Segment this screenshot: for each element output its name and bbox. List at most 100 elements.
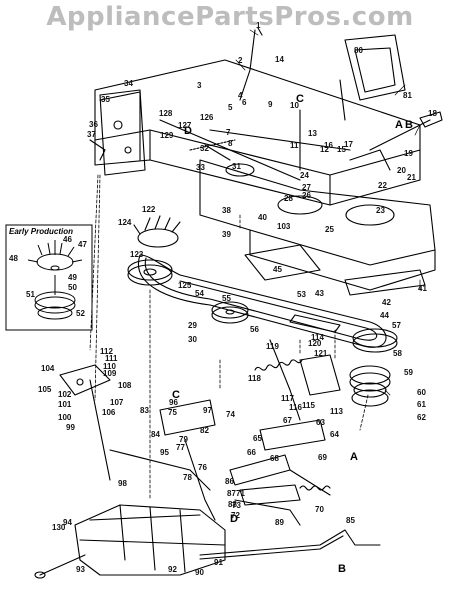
callout-112: 112 bbox=[100, 347, 113, 356]
callout-128: 128 bbox=[159, 109, 173, 118]
callout-122: 122 bbox=[142, 205, 156, 214]
callout-33: 33 bbox=[196, 163, 205, 172]
callout-75: 75 bbox=[168, 408, 177, 417]
callout-29: 29 bbox=[188, 321, 197, 330]
callout-44: 44 bbox=[380, 311, 389, 320]
transmission bbox=[34, 504, 226, 579]
key-letter-b: B bbox=[338, 563, 346, 575]
callout-121: 121 bbox=[314, 349, 328, 358]
callout-5: 5 bbox=[228, 103, 233, 112]
rod-89 bbox=[234, 499, 301, 526]
callout-32: 32 bbox=[200, 144, 209, 153]
callout-35: 35 bbox=[101, 95, 110, 104]
callout-88: 88 bbox=[228, 500, 237, 509]
callout-105: 105 bbox=[38, 385, 52, 394]
callout-103: 103 bbox=[277, 222, 291, 231]
callout-71: 71 bbox=[236, 489, 245, 498]
shift-handle bbox=[239, 27, 263, 101]
callout-67: 67 bbox=[283, 416, 292, 425]
pulley-57 bbox=[352, 328, 398, 353]
callout-80: 80 bbox=[354, 46, 363, 55]
callout-125: 125 bbox=[178, 281, 192, 290]
callout-73: 73 bbox=[232, 501, 241, 510]
callout-93: 93 bbox=[76, 565, 85, 574]
callout-113: 113 bbox=[330, 407, 343, 416]
dashed-leaders bbox=[89, 174, 369, 501]
callout-77: 77 bbox=[176, 443, 185, 452]
callout-34: 34 bbox=[124, 79, 133, 88]
callout-70: 70 bbox=[315, 505, 324, 514]
callout-97: 97 bbox=[203, 406, 212, 415]
callout-107: 107 bbox=[110, 398, 124, 407]
callout-90: 90 bbox=[195, 568, 204, 577]
callout-42: 42 bbox=[382, 298, 391, 307]
callout-111: 111 bbox=[105, 354, 118, 363]
callout-11: 11 bbox=[290, 141, 299, 150]
callout-1: 1 bbox=[256, 21, 261, 30]
callout-52: 52 bbox=[76, 309, 85, 318]
callout-46: 46 bbox=[63, 235, 72, 244]
callout-23: 23 bbox=[376, 206, 385, 215]
callout-3: 3 bbox=[197, 81, 202, 90]
callout-101: 101 bbox=[58, 400, 72, 409]
bracket-41 bbox=[344, 269, 426, 296]
cooling-fan bbox=[133, 215, 181, 248]
callout-114: 114 bbox=[311, 333, 324, 342]
callout-30: 30 bbox=[188, 335, 197, 344]
callout-68: 68 bbox=[270, 454, 279, 463]
key-letter-b: B bbox=[405, 119, 413, 131]
callout-60: 60 bbox=[417, 388, 426, 397]
inset-title: Early Production bbox=[9, 227, 73, 236]
key-letter-a: A bbox=[395, 119, 403, 131]
callout-62: 62 bbox=[417, 413, 426, 422]
key-letter-c: C bbox=[296, 93, 304, 105]
chassis-frame bbox=[94, 59, 436, 291]
callout-82: 82 bbox=[200, 426, 209, 435]
pulley-idler-55 bbox=[211, 301, 249, 324]
callout-43: 43 bbox=[315, 289, 324, 298]
tension-spring-118 bbox=[254, 359, 303, 371]
callout-91: 91 bbox=[214, 558, 223, 567]
callout-99: 99 bbox=[66, 423, 75, 432]
callout-55: 55 bbox=[222, 294, 231, 303]
callout-15: 15 bbox=[337, 145, 346, 154]
callout-31: 31 bbox=[232, 162, 241, 171]
callout-115: 115 bbox=[302, 401, 315, 410]
callout-17: 17 bbox=[344, 140, 353, 149]
callout-65: 65 bbox=[253, 434, 262, 443]
callout-37: 37 bbox=[87, 130, 96, 139]
callout-6: 6 bbox=[242, 98, 247, 107]
callout-89: 89 bbox=[275, 518, 284, 527]
callout-14: 14 bbox=[275, 55, 284, 64]
callout-108: 108 bbox=[118, 381, 132, 390]
callout-87: 87 bbox=[227, 489, 236, 498]
callout-26: 26 bbox=[302, 191, 311, 200]
callout-45: 45 bbox=[273, 265, 282, 274]
callout-27: 27 bbox=[302, 183, 311, 192]
callout-40: 40 bbox=[258, 213, 267, 222]
callout-4: 4 bbox=[238, 91, 243, 100]
callout-96: 96 bbox=[169, 398, 178, 407]
callout-20: 20 bbox=[397, 166, 406, 175]
callout-92: 92 bbox=[168, 565, 177, 574]
callout-48: 48 bbox=[9, 254, 18, 263]
callout-104: 104 bbox=[41, 364, 55, 373]
callout-16: 16 bbox=[324, 141, 333, 150]
bracket-115 bbox=[299, 354, 341, 396]
callout-50: 50 bbox=[68, 283, 77, 292]
callout-25: 25 bbox=[325, 225, 334, 234]
callout-59: 59 bbox=[404, 368, 413, 377]
callout-49: 49 bbox=[68, 273, 77, 282]
callout-110: 110 bbox=[103, 362, 116, 371]
callout-130: 130 bbox=[52, 523, 66, 532]
callout-38: 38 bbox=[222, 206, 231, 215]
callout-126: 126 bbox=[200, 113, 214, 122]
callout-64: 64 bbox=[330, 430, 339, 439]
callout-21: 21 bbox=[407, 173, 416, 182]
callout-63: 63 bbox=[316, 418, 325, 427]
left-side-plate bbox=[89, 89, 146, 176]
callout-51: 51 bbox=[26, 290, 35, 299]
rod-85 bbox=[199, 529, 381, 560]
